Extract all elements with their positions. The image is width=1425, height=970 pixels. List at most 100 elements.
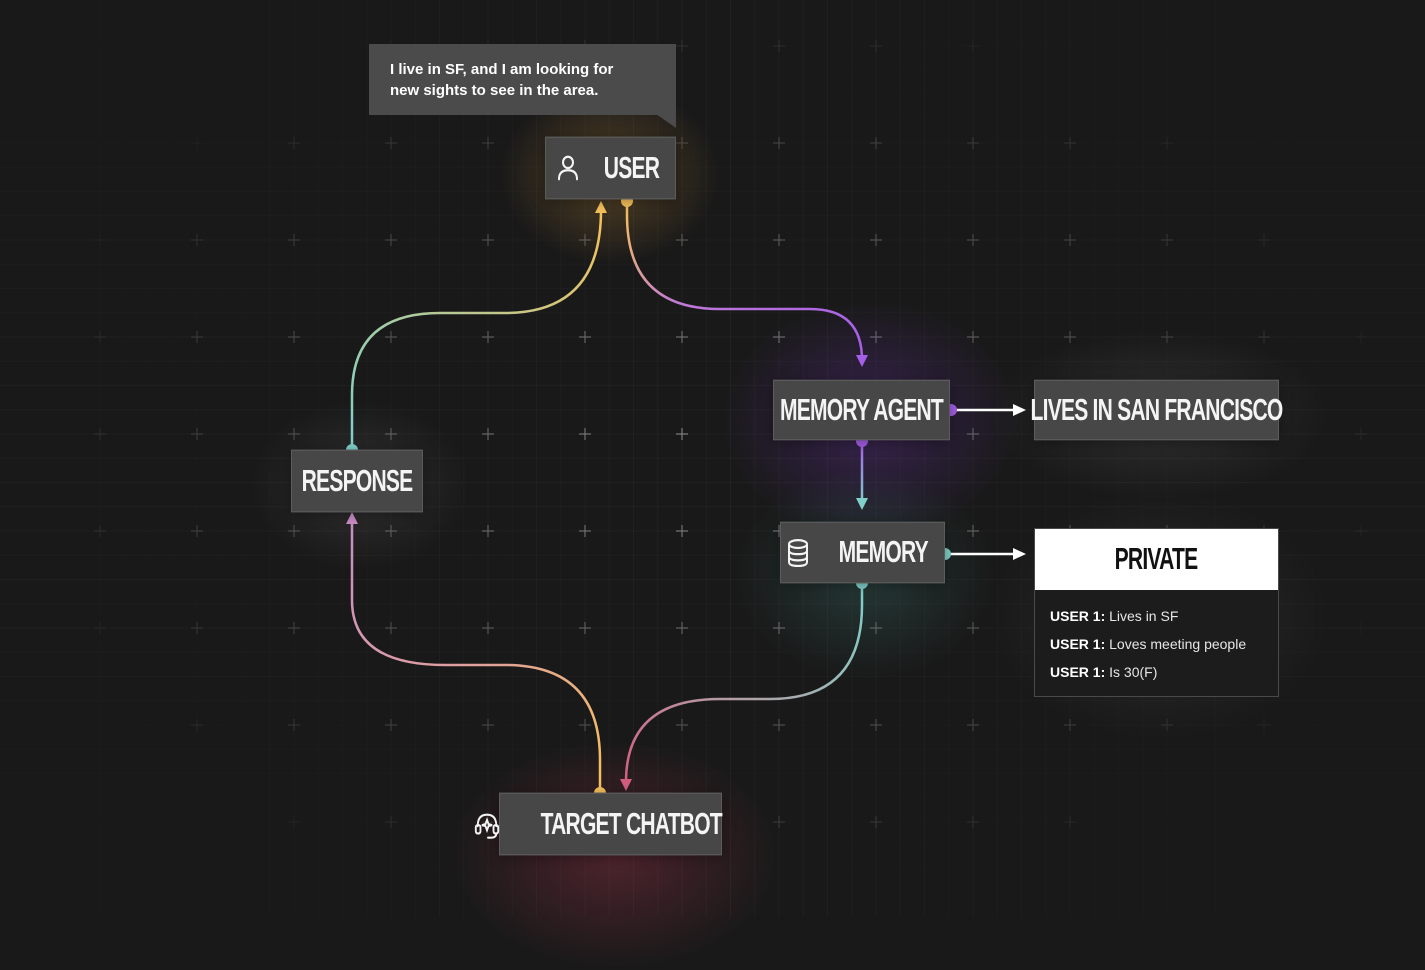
- user-node[interactable]: USER: [545, 136, 676, 200]
- grid-plus-mark: [967, 525, 979, 537]
- grid-plus-mark: [288, 428, 300, 440]
- grid-plus-mark: [676, 525, 688, 537]
- grid-plus-mark: [94, 428, 106, 440]
- grid-plus-mark: [579, 331, 591, 343]
- arrowhead-chatbot: [620, 779, 632, 791]
- grid-plus-mark: [288, 622, 300, 634]
- grid-plus-mark: [385, 331, 397, 343]
- grid-plus-mark: [191, 428, 203, 440]
- grid-plus-mark: [385, 816, 397, 828]
- edge-chatbot-to-response: [350, 523, 602, 793]
- grid-plus-mark: [773, 331, 785, 343]
- private-fact: USER 1: Loves meeting people: [1050, 634, 1278, 662]
- edge-memory-to-chatbot: [624, 583, 864, 783]
- private-fact: USER 1: Is 30(F): [1050, 662, 1278, 690]
- grid-plus-mark: [1064, 137, 1076, 149]
- grid-plus-mark: [676, 234, 688, 246]
- grid-plus-mark: [1064, 816, 1076, 828]
- grid-plus-mark: [870, 816, 882, 828]
- grid-plus-mark: [579, 428, 591, 440]
- user-message-line-2: new sights to see in the area.: [390, 82, 599, 99]
- response-node-label: RESPONSE: [301, 463, 414, 498]
- grid-plus-mark: [1064, 331, 1076, 343]
- grid-plus-mark: [482, 331, 494, 343]
- grid-plus-mark: [773, 234, 785, 246]
- grid-plus-mark: [385, 622, 397, 634]
- private-fact: USER 1: Lives in SF: [1050, 606, 1278, 634]
- grid-plus-mark: [191, 622, 203, 634]
- grid-plus-mark: [288, 137, 300, 149]
- grid-plus-mark: [288, 719, 300, 731]
- grid-plus-mark: [191, 719, 203, 731]
- grid-plus-mark: [967, 719, 979, 731]
- grid-plus-mark: [870, 234, 882, 246]
- grid-plus-mark: [385, 719, 397, 731]
- lives-in-sf-node[interactable]: LIVES IN SAN FRANCISCO: [1031, 379, 1283, 441]
- grid-plus-mark: [385, 525, 397, 537]
- fact-key: USER 1:: [1050, 636, 1106, 652]
- grid-plus-mark: [1258, 331, 1270, 343]
- grid-plus-mark: [191, 331, 203, 343]
- arrowhead-memory: [856, 498, 868, 510]
- grid-plus-mark: [482, 622, 494, 634]
- memory-agent-node[interactable]: MEMORY AGENT: [773, 379, 950, 441]
- grid-plus-mark: [579, 719, 591, 731]
- grid-plus-mark: [870, 40, 882, 52]
- arrowhead-private: [1013, 548, 1026, 560]
- grid-plus-mark: [1161, 137, 1173, 149]
- grid-plus-mark: [482, 137, 494, 149]
- grid-plus-mark: [773, 816, 785, 828]
- private-header: PRIVATE: [1035, 529, 1278, 590]
- grid-plus-mark: [967, 816, 979, 828]
- grid-plus-mark: [191, 525, 203, 537]
- private-facts-list: USER 1: Lives in SF USER 1: Loves meetin…: [1035, 590, 1278, 690]
- private-title: PRIVATE: [1115, 542, 1198, 576]
- fact-key: USER 1:: [1050, 664, 1106, 680]
- grid-plus-mark: [579, 622, 591, 634]
- grid-plus-mark: [482, 719, 494, 731]
- lives-in-sf-label: LIVES IN SAN FRANCISCO: [1030, 392, 1284, 427]
- grid-plus-mark: [773, 719, 785, 731]
- grid-plus-mark: [967, 234, 979, 246]
- grid-plus-mark: [870, 719, 882, 731]
- grid-plus-mark: [1161, 234, 1173, 246]
- user-message-bubble: I live in SF, and I am looking for new s…: [369, 44, 676, 115]
- edge-response-to-user: [350, 209, 603, 450]
- grid-plus-mark: [773, 137, 785, 149]
- grid-plus-mark: [288, 525, 300, 537]
- grid-plus-mark: [870, 331, 882, 343]
- grid-plus-mark: [870, 137, 882, 149]
- grid-plus-mark: [1355, 525, 1367, 537]
- diagram-canvas: I live in SF, and I am looking for new s…: [94, 40, 1367, 970]
- private-memory-panel: PRIVATE USER 1: Lives in SF USER 1: Love…: [1034, 528, 1279, 697]
- database-icon: [784, 537, 812, 568]
- grid-plus-mark: [967, 428, 979, 440]
- grid-plus-mark: [967, 137, 979, 149]
- arrowhead-user: [595, 201, 607, 213]
- grid-plus-mark: [676, 622, 688, 634]
- fact-value: Is 30(F): [1109, 664, 1158, 680]
- grid-plus-mark: [1064, 234, 1076, 246]
- response-node[interactable]: RESPONSE: [291, 449, 423, 513]
- fact-key: USER 1:: [1050, 608, 1106, 624]
- edge-user-to-memory-agent: [625, 201, 864, 361]
- memory-node[interactable]: MEMORY: [780, 521, 945, 584]
- user-icon: [554, 152, 582, 183]
- grid-plus-mark: [579, 234, 591, 246]
- memory-agent-label: MEMORY AGENT: [779, 392, 944, 427]
- grid-plus-mark: [773, 622, 785, 634]
- grid-plus-mark: [1258, 234, 1270, 246]
- grid-plus-mark: [482, 234, 494, 246]
- grid-plus-mark: [482, 525, 494, 537]
- grid-plus-mark: [676, 137, 688, 149]
- grid-plus-mark: [94, 525, 106, 537]
- grid-plus-mark: [94, 331, 106, 343]
- grid-plus-mark: [385, 234, 397, 246]
- grid-plus-mark: [773, 40, 785, 52]
- grid-plus-mark: [385, 428, 397, 440]
- fact-value: Loves meeting people: [1109, 636, 1247, 652]
- grid-plus-mark: [579, 525, 591, 537]
- grid-plus-mark: [94, 622, 106, 634]
- bubble-tail: [656, 114, 676, 128]
- target-chatbot-node[interactable]: TARGET CHATBOT: [475, 792, 723, 856]
